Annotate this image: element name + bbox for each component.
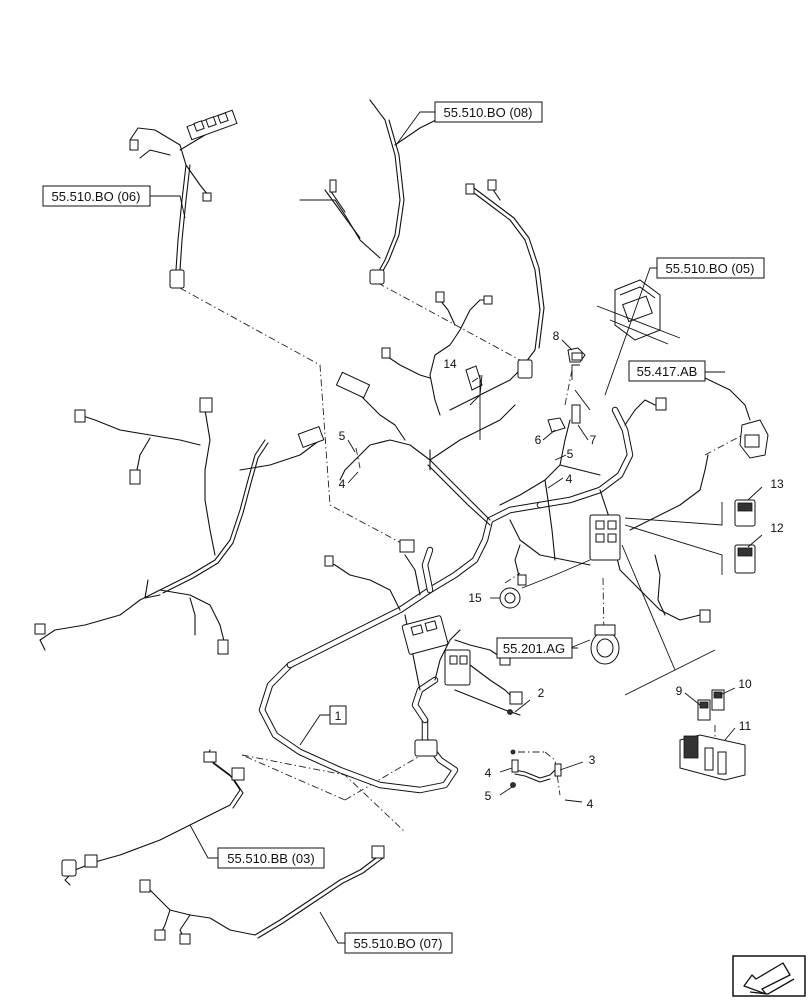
callout-12: 12 <box>770 521 784 535</box>
fuse-assembly-9-10-11 <box>621 544 746 781</box>
connector-ab417 <box>704 377 769 459</box>
callout-3: 3 <box>589 753 596 767</box>
sub-harness-items-3 <box>507 709 562 788</box>
callout-9: 9 <box>676 684 683 698</box>
callout-2: 2 <box>538 686 545 700</box>
callout-4-a: 4 <box>485 766 492 780</box>
callout-14: 14 <box>443 357 457 371</box>
callout-label-1: 1 <box>335 709 342 723</box>
ref-label-bb03[interactable]: 55.510.BB (03) <box>227 851 314 866</box>
ref-box-bo06[interactable]: 55.510.BO (06) <box>42 185 151 207</box>
ref-label-bo05[interactable]: 55.510.BO (05) <box>666 261 755 276</box>
harness-bb03 <box>61 749 245 886</box>
callout-5-a: 5 <box>485 789 492 803</box>
callout-4-b: 4 <box>587 797 594 811</box>
callout-6: 6 <box>535 433 542 447</box>
ref-box-ab417[interactable]: 55.417.AB <box>628 360 706 382</box>
ref-box-bo05[interactable]: 55.510.BO (05) <box>656 257 765 279</box>
callout-15: 15 <box>468 591 482 605</box>
callout-4-c: 4 <box>339 477 346 491</box>
callout-5-c: 5 <box>567 447 574 461</box>
sensor-ag201 <box>590 624 620 665</box>
ref-label-bo07[interactable]: 55.510.BO (07) <box>354 936 443 951</box>
harness-bo07 <box>139 845 385 945</box>
ref-label-bo08[interactable]: 55.510.BO (08) <box>444 105 533 120</box>
harness-bo08 <box>299 99 441 285</box>
callout-5-b: 5 <box>339 429 346 443</box>
ref-label-bo06[interactable]: 55.510.BO (06) <box>52 189 141 204</box>
harness-left <box>34 397 325 655</box>
navigation-arrow-icon[interactable] <box>732 955 806 997</box>
callout-8: 8 <box>553 329 560 343</box>
callout-10: 10 <box>738 677 752 691</box>
ref-label-ag201[interactable]: 55.201.AG <box>503 641 565 656</box>
callout-4-d: 4 <box>566 472 573 486</box>
callout-11: 11 <box>739 719 752 733</box>
small-parts <box>465 347 586 609</box>
relays-12-13 <box>624 499 756 575</box>
harness-upper-right <box>381 179 545 416</box>
ref-box-bo08[interactable]: 55.510.BO (08) <box>434 101 543 123</box>
main-harness <box>258 371 711 794</box>
ref-box-bb03[interactable]: 55.510.BB (03) <box>217 847 325 869</box>
harness-bo06 <box>129 109 238 289</box>
module-bo05 <box>596 279 681 345</box>
callout-1: 1 <box>329 705 347 725</box>
ref-label-ab417[interactable]: 55.417.AB <box>637 364 698 379</box>
callout-7: 7 <box>590 433 597 447</box>
ref-box-ag201[interactable]: 55.201.AG <box>496 637 573 659</box>
callout-leaders <box>150 111 763 944</box>
callout-13: 13 <box>770 477 784 491</box>
ref-box-bo07[interactable]: 55.510.BO (07) <box>344 932 453 954</box>
